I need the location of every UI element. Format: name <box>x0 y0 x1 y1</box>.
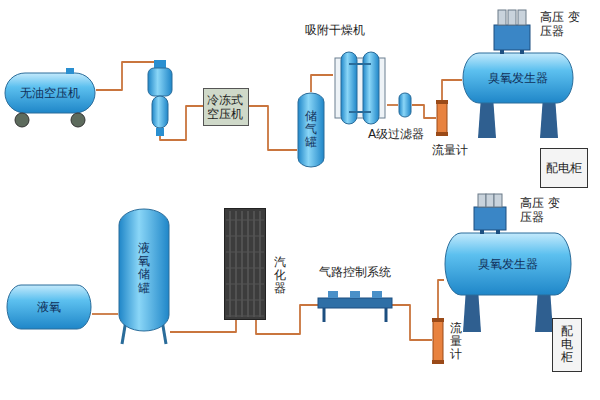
equipment-node: 流量计 <box>436 100 448 136</box>
equipment-label: 配电柜 <box>546 161 582 175</box>
equipment-caption: 汽化器 <box>274 256 286 296</box>
equipment-label: 臭氧发生器 <box>478 257 538 271</box>
equipment-node: 汽化器 <box>224 208 266 320</box>
equipment-caption: 高压 变压器 <box>540 10 580 39</box>
equipment-caption: 流量计 <box>450 322 462 362</box>
gas-pipe <box>170 320 236 332</box>
equipment-shape <box>398 92 412 118</box>
equipment-node: 配电柜 <box>552 318 582 372</box>
equipment-node: 液氧 <box>6 284 92 330</box>
gas-pipe <box>438 280 444 318</box>
equipment-label: 液氧 <box>37 300 61 314</box>
equipment-shape <box>462 52 574 138</box>
equipment-shape <box>318 288 392 322</box>
equipment-shape <box>444 232 572 332</box>
equipment-node: 吸附干燥机 <box>333 50 387 126</box>
gas-pipe <box>412 105 436 118</box>
equipment-shape <box>468 192 512 232</box>
equipment-caption: 气路控制系统 <box>319 265 391 279</box>
equipment-shape <box>224 208 266 320</box>
equipment-label: 储气罐 <box>305 110 317 150</box>
gas-pipe <box>442 80 462 100</box>
equipment-label: 配电柜 <box>561 325 573 365</box>
equipment-shape <box>333 50 387 126</box>
equipment-label: 液氧储罐 <box>138 242 150 295</box>
equipment-node: 臭氧发生器 <box>462 52 574 138</box>
gas-pipe <box>96 62 203 140</box>
gas-pipe <box>387 104 398 106</box>
equipment-caption: 吸附干燥机 <box>305 23 365 37</box>
equipment-shape <box>488 8 536 52</box>
gas-pipe <box>249 106 297 150</box>
equipment-node: 流量计 <box>432 318 444 364</box>
equipment-node: 气路控制系统 <box>318 288 392 322</box>
equipment-node: 液氧储罐 <box>118 208 170 344</box>
equipment-node: 高压 变压器 <box>468 192 512 232</box>
inline-filter <box>148 60 172 136</box>
equipment-node: A级过滤器 <box>398 92 412 118</box>
equipment-label: 冷冻式 空压机 <box>207 93 245 122</box>
equipment-node: 高压 变压器 <box>488 8 536 52</box>
equipment-label: 臭氧发生器 <box>488 71 548 85</box>
equipment-node: 臭氧发生器 <box>444 232 572 332</box>
equipment-node: 配电柜 <box>540 148 588 188</box>
equipment-node: 无油空压机 <box>4 72 96 128</box>
gas-pipe <box>311 75 333 92</box>
equipment-caption: 流量计 <box>432 143 468 157</box>
equipment-node: 冷冻式 空压机 <box>203 88 249 126</box>
equipment-shape <box>436 100 448 136</box>
gas-pipe <box>392 305 432 340</box>
gas-pipe <box>92 313 118 315</box>
equipment-shape <box>432 318 444 364</box>
equipment-caption: 高压 变压器 <box>520 196 560 225</box>
equipment-label: 无油空压机 <box>20 86 80 100</box>
equipment-node: 储气罐 <box>297 92 325 168</box>
equipment-caption: A级过滤器 <box>368 127 424 141</box>
